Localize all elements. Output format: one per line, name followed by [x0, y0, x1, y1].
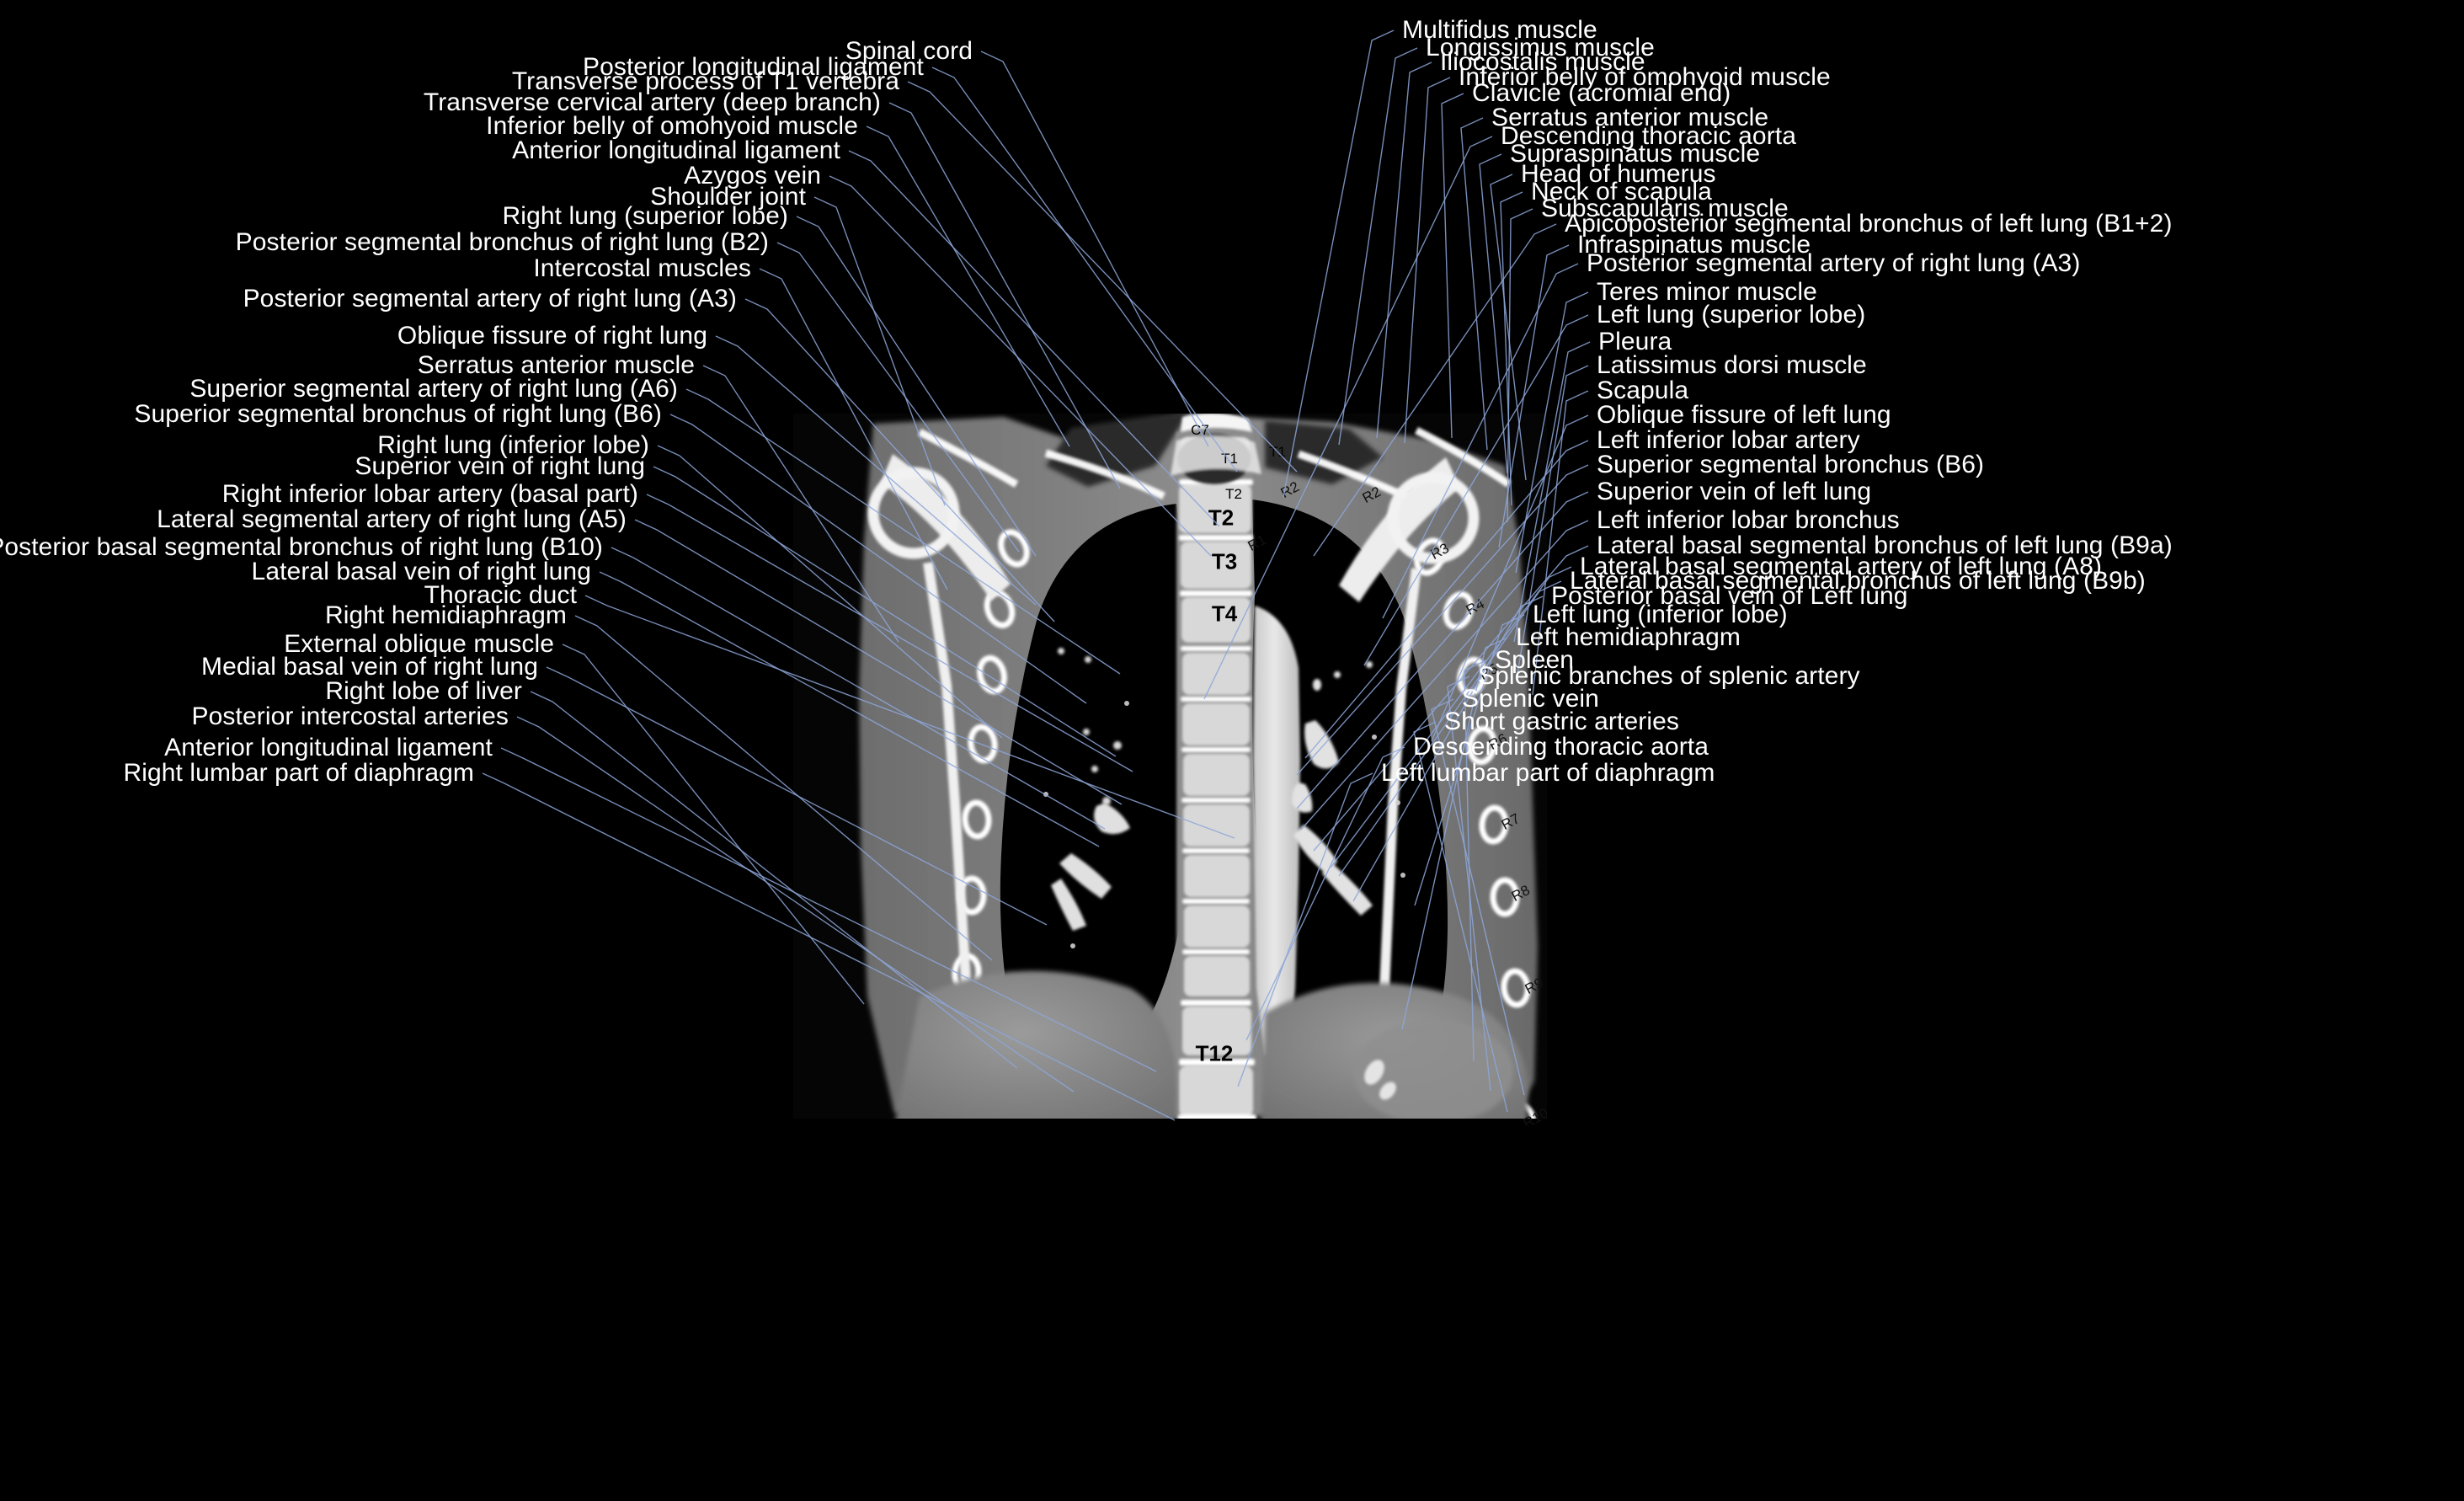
vertebra-tag: L1: [1195, 1114, 1220, 1126]
anatomy-label: Superior segmental bronchus (B6): [1597, 451, 1985, 478]
anatomy-label: Left lung (superior lobe): [1597, 301, 1866, 329]
leader-line: [1404, 77, 1451, 444]
vertebra-tag: T1: [1269, 444, 1286, 460]
vertebra-tag: T3: [1211, 548, 1238, 574]
anatomy-label: Serratus anterior muscle: [1491, 104, 1769, 131]
anatomy-label: Longissimus muscle: [1426, 34, 1655, 61]
anatomy-label: Splenic branches of splenic artery: [1478, 662, 1860, 690]
anatomy-label: Right inferior lobar artery (basal part): [221, 480, 638, 508]
leader-line: [1376, 61, 1432, 439]
anatomy-label: Posterior basal segmental bronchus of ri…: [0, 533, 603, 561]
leader-line: [980, 51, 1209, 447]
anatomy-label: Lateral basal segmental artery of left l…: [1580, 553, 2103, 580]
anatomy-label: Posterior longitudinal ligament: [583, 53, 924, 81]
anatomy-label: Posterior segmental bronchus of right lu…: [235, 228, 769, 256]
anatomy-label: Multifidus muscle: [1402, 16, 1597, 44]
anatomy-label: Posterior segmental artery of right lung…: [1587, 249, 2081, 277]
anatomy-label: Latissimus dorsi muscle: [1597, 351, 1867, 379]
anatomy-label: Spleen: [1495, 646, 1575, 674]
anatomy-label: Posterior basal vein of Left lung: [1551, 582, 1908, 610]
anatomy-label: Lateral basal vein of right lung: [251, 558, 591, 585]
anatomy-label: Infraspinatus muscle: [1577, 231, 1811, 259]
anatomy-label: Short gastric arteries: [1444, 708, 1679, 735]
anatomy-label: Thoracic duct: [424, 581, 577, 609]
anatomy-label: Splenic vein: [1462, 685, 1599, 713]
vertebra-tag: T2: [1225, 486, 1242, 502]
anatomy-label: Descending thoracic aorta: [1413, 733, 1709, 761]
anatomy-label: Neck of scapula: [1531, 178, 1712, 206]
anatomy-label: Medial basal vein of right lung: [201, 653, 538, 681]
anatomy-label: Superior segmental artery of right lung …: [189, 375, 678, 403]
anatomy-label: External oblique muscle: [284, 630, 554, 658]
anatomy-label: Pleura: [1598, 328, 1672, 355]
vertebra-tag: T4: [1211, 601, 1238, 627]
anatomy-label: Apicoposterior segmental bronchus of lef…: [1565, 210, 2173, 238]
anatomy-label: Left lumbar part of diaphragm: [1381, 759, 1715, 787]
vertebra-tag: T2: [1208, 505, 1235, 531]
anatomy-label: Subscapularis muscle: [1541, 195, 1789, 222]
anatomy-label: Intercostal muscles: [533, 254, 751, 282]
anatomy-label: Left lung (inferior lobe): [1533, 601, 1788, 628]
anatomy-label: Iliocostalis muscle: [1440, 48, 1645, 76]
anatomy-label: Left inferior lobar artery: [1597, 426, 1860, 454]
anatomy-label: Anterior longitudinal ligament: [164, 734, 493, 761]
anatomy-label: Left hemidiaphragm: [1516, 623, 1741, 651]
anatomy-label: Superior vein of left lung: [1597, 478, 1872, 505]
anatomy-label: Right lumbar part of diaphragm: [123, 759, 474, 787]
anatomy-label: Right lobe of liver: [325, 677, 522, 705]
anatomy-label: Clavicle (acromial end): [1472, 79, 1731, 107]
anatomy-label: Azygos vein: [684, 162, 821, 190]
anatomy-label: Transverse process of T1 vertebra: [511, 67, 899, 95]
anatomy-label: Posterior segmental artery of right lung…: [243, 285, 737, 312]
leader-line: [1460, 117, 1488, 451]
anatomy-label: Shoulder joint: [650, 183, 806, 211]
anatomy-label: Superior vein of right lung: [355, 452, 645, 480]
anatomy-label: Lateral basal segmental bronchus of left…: [1597, 531, 2173, 559]
anatomy-label: Left inferior lobar bronchus: [1597, 506, 1900, 534]
anatomy-label: Inferior belly of omohyoid muscle: [486, 112, 858, 140]
anatomy-label: Right hemidiaphragm: [324, 601, 567, 629]
anatomy-label: Descending thoracic aorta: [1501, 122, 1797, 150]
anatomy-label: Right lung (superior lobe): [502, 202, 788, 230]
leader-line: [1441, 93, 1464, 439]
anatomy-label: Lateral basal segmental bronchus of left…: [1570, 567, 2146, 595]
anatomy-label: Supraspinatus muscle: [1510, 140, 1761, 168]
anatomy-label: Spinal cord: [845, 37, 973, 65]
anatomy-label: Serratus anterior muscle: [417, 351, 695, 379]
anatomy-label: Lateral segmental artery of right lung (…: [157, 505, 627, 533]
leader-line: [1338, 47, 1418, 446]
anatomy-label: Transverse cervical artery (deep branch): [423, 88, 881, 116]
anatomy-label: Superior segmental bronchus of right lun…: [134, 400, 662, 428]
leader-line: [866, 126, 1070, 447]
anatomy-label: Scapula: [1597, 377, 1689, 404]
vertebra-tag: T1: [1221, 451, 1238, 467]
anatomy-label: Right lung (inferior lobe): [377, 431, 649, 459]
anatomy-label: Head of humerus: [1521, 160, 1716, 188]
vertebra-tag: C7: [1191, 422, 1209, 438]
anatomy-label: Oblique fissure of right lung: [397, 322, 707, 350]
anatomy-label: Oblique fissure of left lung: [1597, 401, 1891, 429]
anatomy-label: Posterior intercostal arteries: [191, 702, 509, 730]
vertebra-tag: T12: [1195, 1040, 1234, 1066]
anatomy-label: Teres minor muscle: [1597, 278, 1817, 306]
anatomy-label: Inferior belly of omohyoid muscle: [1459, 63, 1831, 91]
anatomy-label: Anterior longitudinal ligament: [512, 136, 840, 164]
